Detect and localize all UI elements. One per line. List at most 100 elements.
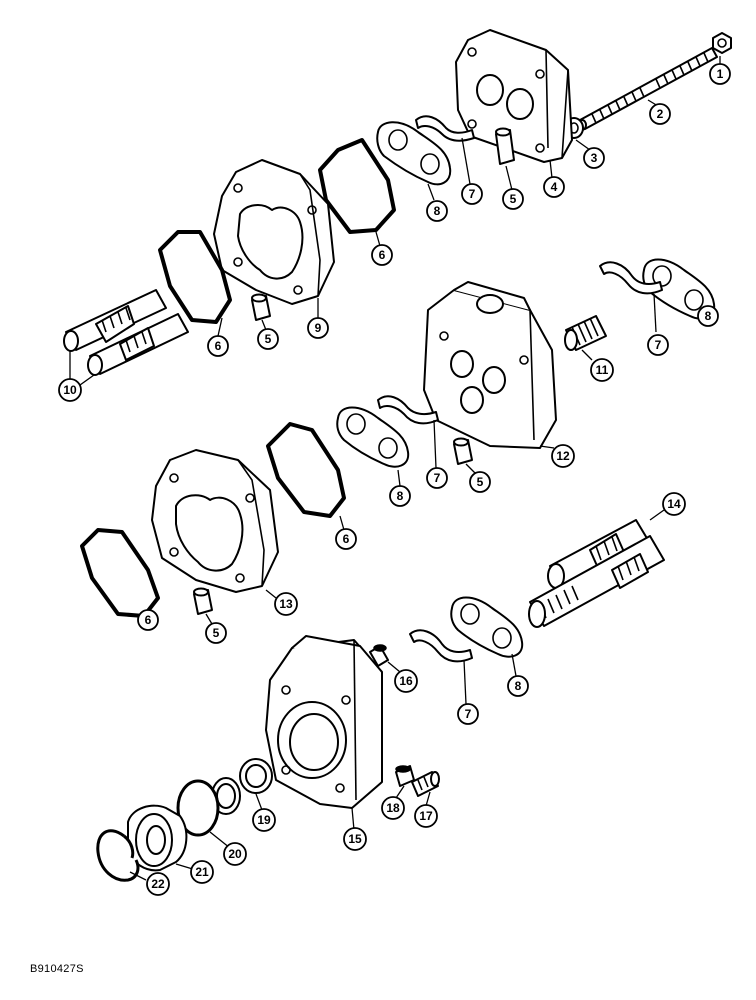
part-dowel-pin: [495, 127, 515, 165]
part-o-ring: [176, 779, 220, 837]
callout-label: 11: [596, 363, 609, 377]
callout-15: 15: [343, 827, 367, 851]
callout-7: 7: [457, 703, 479, 725]
callout-label: 12: [556, 449, 570, 463]
callout-label: 8: [515, 679, 522, 693]
part-fitting: [369, 644, 389, 667]
part-mounting-flange: [265, 635, 383, 809]
callout-label: 15: [348, 832, 362, 846]
callout-8: 8: [697, 305, 719, 327]
callout-label: 8: [434, 204, 441, 218]
callout-label: 17: [419, 809, 433, 823]
callout-label: 7: [469, 187, 476, 201]
part-o-ring: [318, 138, 396, 234]
callout-label: 20: [228, 847, 242, 861]
part-o-ring: [266, 422, 346, 518]
part-dowel-pin: [251, 293, 271, 321]
callout-22: 22: [146, 872, 170, 896]
part-wear-plate: [376, 121, 452, 186]
callout-5: 5: [502, 188, 524, 210]
callout-2: 2: [649, 103, 671, 125]
part-o-ring: [158, 230, 232, 324]
part-seal-retainer: [377, 395, 439, 425]
part-bearing: [211, 758, 273, 815]
callout-6: 6: [207, 335, 229, 357]
part-drive-gear: [528, 519, 665, 628]
callout-label: 8: [705, 309, 712, 323]
callout-4: 4: [543, 176, 565, 198]
part-stud: [577, 47, 718, 131]
callout-10: 10: [58, 378, 82, 402]
callout-label: 7: [465, 707, 472, 721]
part-seal-retainer: [409, 629, 473, 663]
part-gear-pair: [63, 289, 189, 376]
part-wear-plate: [336, 406, 410, 468]
part-shaft-seal: [127, 804, 188, 872]
callout-1: 1: [709, 63, 731, 85]
callout-label: 6: [215, 339, 222, 353]
callout-label: 13: [279, 597, 293, 611]
leader-lines: [69, 56, 721, 881]
callout-label: 22: [151, 877, 165, 891]
callout-label: 3: [591, 151, 598, 165]
callout-3: 3: [583, 147, 605, 169]
callout-label: 6: [379, 248, 386, 262]
part-elbow-fitting: [411, 771, 440, 797]
callout-label: 21: [195, 865, 209, 879]
callout-7: 7: [647, 334, 669, 356]
callout-label: 4: [551, 180, 558, 194]
part-o-ring: [80, 528, 160, 618]
callout-12: 12: [551, 444, 575, 468]
callout-8: 8: [426, 200, 448, 222]
callout-label: 5: [510, 192, 517, 206]
part-wear-plate: [450, 596, 524, 658]
callout-label: 7: [434, 471, 441, 485]
part-end-cover: [455, 29, 573, 163]
callout-label: 6: [145, 613, 152, 627]
part-spline-coupling: [564, 315, 607, 351]
callout-label: 7: [655, 338, 662, 352]
part-gear-housing: [151, 449, 279, 593]
figure-id: B910427S: [30, 963, 84, 975]
callout-label: 6: [343, 532, 350, 546]
callout-label: 5: [477, 475, 484, 489]
callout-label: 8: [397, 489, 404, 503]
part-plug: [395, 765, 415, 787]
callout-20: 20: [223, 842, 247, 866]
part-dowel-pin: [193, 587, 213, 615]
callout-label: 19: [257, 813, 271, 827]
callout-label: 5: [265, 332, 272, 346]
part-seal-retainer: [599, 261, 663, 295]
callout-5: 5: [257, 328, 279, 350]
callout-16: 16: [394, 669, 418, 693]
callout-21: 21: [190, 860, 214, 884]
callout-label: 14: [667, 497, 681, 511]
callout-label: 2: [657, 107, 664, 121]
callout-19: 19: [252, 808, 276, 832]
callout-label: 9: [315, 321, 322, 335]
callout-7: 7: [426, 467, 448, 489]
callout-6: 6: [137, 609, 159, 631]
callout-18: 18: [381, 796, 405, 820]
part-seal-retainer: [415, 115, 475, 142]
callout-7: 7: [461, 183, 483, 205]
part-nut: [712, 32, 732, 54]
callout-17: 17: [414, 804, 438, 828]
callout-11: 11: [590, 358, 614, 382]
callout-9: 9: [307, 317, 329, 339]
callout-13: 13: [274, 592, 298, 616]
callout-5: 5: [469, 471, 491, 493]
callout-6: 6: [371, 244, 393, 266]
part-center-section: [423, 281, 557, 449]
callout-8: 8: [389, 485, 411, 507]
callout-6: 6: [335, 528, 357, 550]
callout-14: 14: [662, 492, 686, 516]
callout-label: 5: [213, 626, 220, 640]
callout-label: 10: [63, 383, 77, 397]
callout-label: 16: [399, 674, 413, 688]
callout-label: 1: [717, 67, 724, 81]
part-gear-housing: [213, 159, 335, 305]
callout-5: 5: [205, 622, 227, 644]
callout-label: 18: [386, 801, 400, 815]
